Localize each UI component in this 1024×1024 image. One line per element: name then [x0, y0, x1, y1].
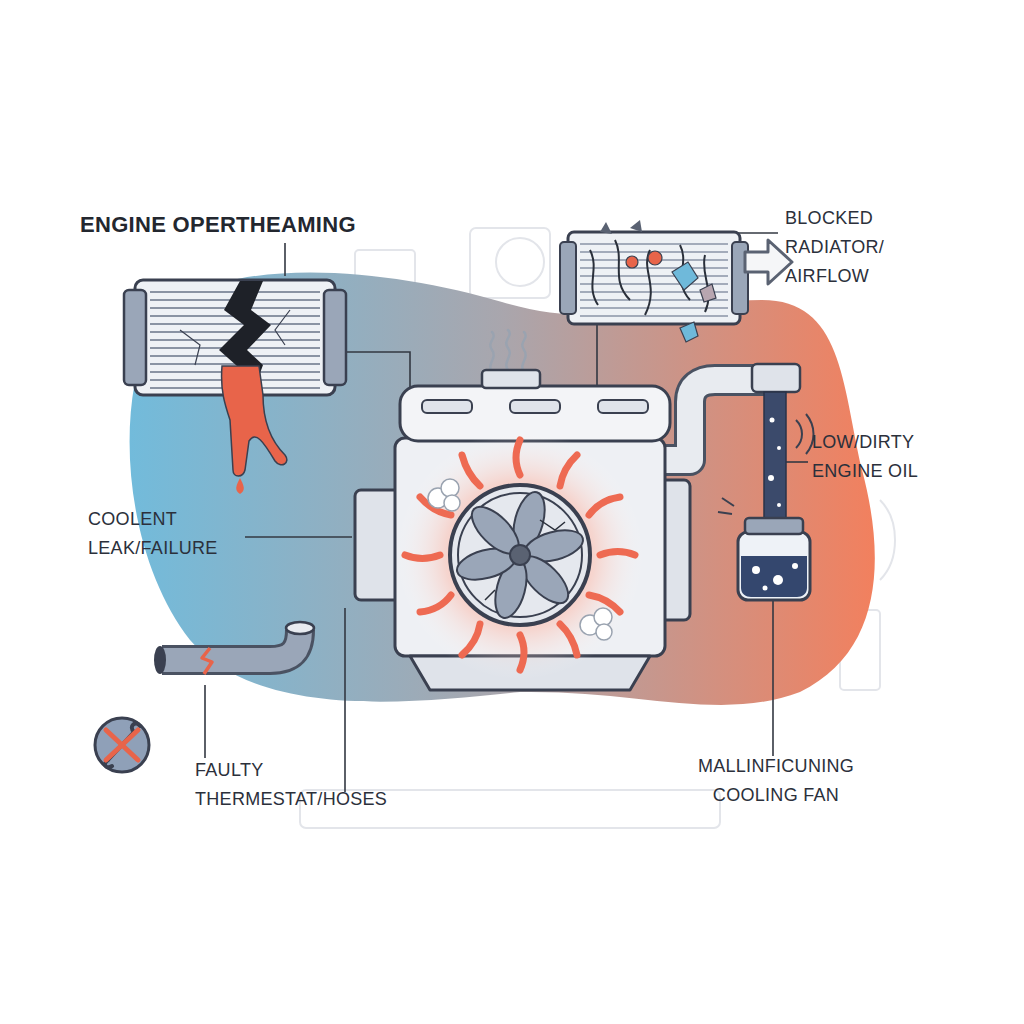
leader-line — [340, 352, 410, 388]
background-blob — [130, 272, 875, 705]
radiator-tank — [124, 290, 146, 385]
leader-line — [786, 461, 808, 463]
smoke-puff — [441, 479, 459, 497]
cause-label: FAULTY THERMESTAT/HOSES — [195, 756, 400, 814]
debris — [680, 322, 698, 342]
coolant-hose — [162, 630, 300, 660]
oil-bubble — [777, 446, 781, 450]
steam-wave — [522, 332, 525, 372]
leader-line — [344, 608, 346, 792]
smoke-puff — [596, 624, 612, 640]
coolant-leak — [222, 366, 287, 476]
pipe-flange — [752, 364, 800, 392]
debris — [700, 284, 716, 302]
debris — [648, 251, 662, 265]
oil-liquid — [741, 556, 807, 597]
oil-bubble — [770, 418, 775, 423]
cause-label: BLOCKED RADIATOR/ AIRFLOW — [785, 204, 925, 291]
oil-bubble — [763, 586, 768, 591]
debris — [672, 262, 698, 290]
airflow-arrow — [745, 240, 792, 284]
radiator-body — [568, 232, 740, 324]
heat-ray — [405, 440, 635, 670]
debris — [626, 256, 638, 268]
hose-end — [286, 622, 314, 634]
valve-cover-ridge — [422, 400, 472, 413]
fan-crack — [485, 520, 565, 600]
coolant-hose — [162, 630, 300, 660]
background-sketch — [880, 500, 895, 580]
coolant-drop — [236, 478, 244, 494]
cause-label: COOLENT LEAK/FAILURE — [88, 505, 248, 563]
background-sketch — [470, 228, 550, 298]
steam-wave — [490, 332, 493, 372]
cross-mark — [106, 730, 138, 760]
vibration-mark — [718, 498, 734, 514]
valve-cover-ridge — [598, 400, 648, 413]
engine-cap — [482, 370, 540, 388]
background-sketch — [496, 238, 544, 286]
jar-lid — [745, 518, 803, 534]
cooling-fan — [450, 485, 590, 625]
hose-crack — [202, 648, 212, 674]
smoke-puff — [444, 495, 460, 511]
fan-hub — [510, 545, 530, 565]
debris — [600, 220, 642, 234]
radiator-tank — [560, 242, 576, 314]
oil-bubble — [768, 475, 774, 481]
hose-end — [154, 646, 166, 674]
engine-mount — [355, 490, 400, 600]
steam-wave — [506, 330, 509, 370]
wrench-symbol — [105, 724, 140, 768]
leader-line — [772, 600, 774, 756]
radiator-tank — [324, 290, 346, 385]
oil-bubble — [752, 566, 760, 574]
sound-wave — [796, 414, 814, 454]
leader-line — [245, 536, 352, 538]
debris — [590, 240, 709, 315]
tool-icon — [95, 718, 149, 772]
oil-jar — [738, 532, 810, 600]
leader-line — [284, 243, 286, 276]
oil-bubble — [777, 503, 781, 507]
leader-line — [596, 325, 598, 386]
oil-stream — [764, 392, 786, 524]
valve-cover-ridge — [510, 400, 560, 413]
cause-label: LOW/DIRTY ENGINE OIL — [812, 428, 937, 486]
heat-glow — [395, 430, 645, 680]
leader-line — [204, 685, 206, 758]
oil-bubble — [773, 575, 783, 585]
diagram-title: ENGINE OPERTHEAMING — [80, 212, 356, 238]
oil-bubble — [792, 563, 798, 569]
smoke-puff — [594, 608, 612, 626]
cause-label: MALLINFICUNING COOLING FAN — [676, 752, 876, 810]
